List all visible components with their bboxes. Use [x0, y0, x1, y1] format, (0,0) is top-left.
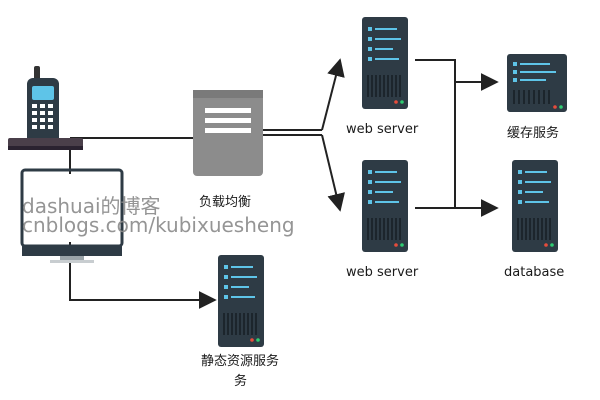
server-icon-web-top	[362, 17, 408, 109]
cache-service-label: 缓存服务	[507, 126, 560, 141]
database-label: database	[504, 265, 565, 280]
edges	[69, 58, 499, 309]
monitor-icon	[20, 168, 124, 263]
load-balancer-label: 负载均衡	[199, 195, 252, 210]
web-server-bottom-label: web server	[346, 265, 419, 280]
edge-to-web-server-top	[321, 58, 345, 131]
edge-to-web-server-bottom	[321, 134, 345, 212]
watermark-line-1: dashuai的博客	[22, 194, 161, 218]
watermark-line-2: cnblogs.com/kubixuesheng	[22, 213, 295, 237]
load-balancer-icon	[193, 90, 263, 176]
server-icon-cache	[507, 54, 567, 112]
phone-icon	[8, 66, 83, 150]
server-icon-web-bottom	[362, 160, 408, 252]
edge-web-top-right	[415, 59, 456, 82]
server-icon-database	[512, 160, 558, 252]
server-icon-static	[218, 255, 264, 347]
static-service-label-line-1: 静态资源服务	[201, 354, 280, 369]
static-service-label-line-2: 务	[234, 374, 248, 389]
web-server-top-label: web server	[346, 122, 419, 137]
